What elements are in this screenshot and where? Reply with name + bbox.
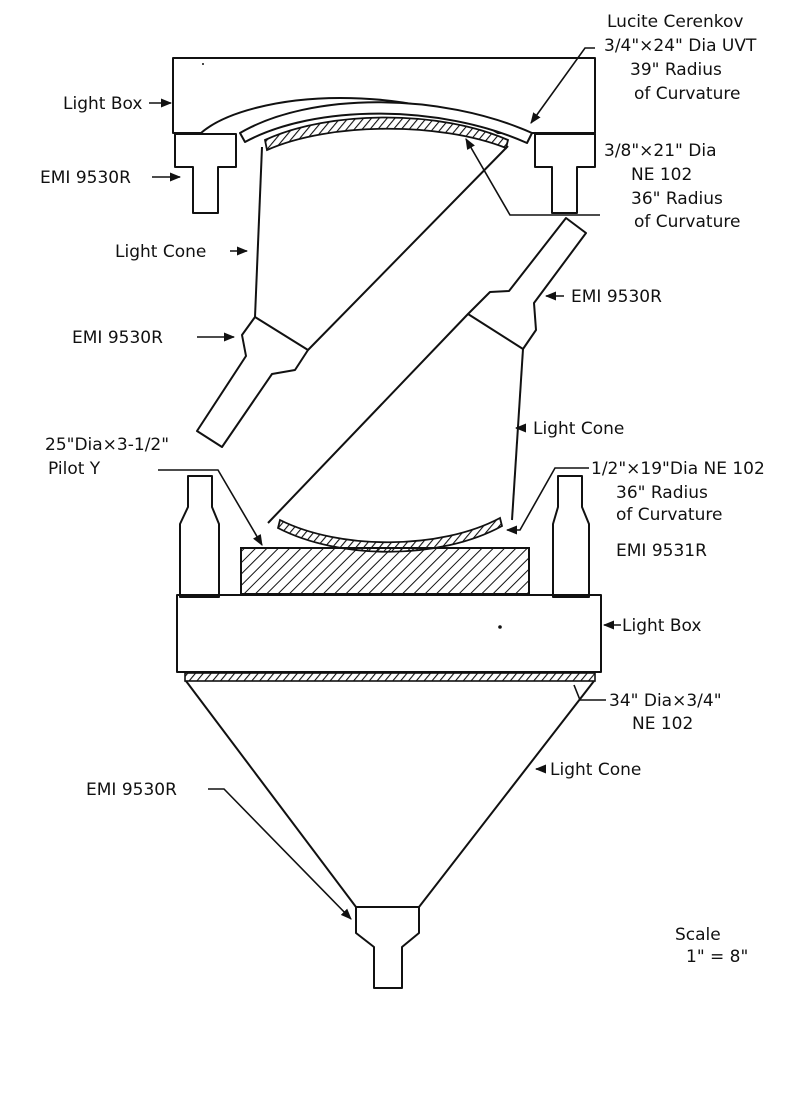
pilot-y-scintillator (240, 547, 530, 595)
label-ne102-mid-spec: 1/2"×19"Dia NE 102 (591, 459, 765, 479)
label-lucite-spec: 3/4"×24" Dia UVT (604, 36, 757, 56)
label-light-cone-upper: Light Cone (115, 242, 206, 262)
label-ne102-bottom-spec: 34" Dia×3/4" (609, 691, 722, 711)
label-emi-9531r: EMI 9531R (616, 541, 707, 561)
label-light-box-bottom: Light Box (622, 616, 701, 636)
label-ne102-top-spec: 3/8"×21" Dia (604, 141, 717, 161)
label-lucite-curvature: of Curvature (634, 84, 740, 104)
bottom-left-side-pmt (179, 475, 220, 598)
bottom-light-box (176, 594, 602, 673)
label-scale-title: Scale (675, 925, 721, 945)
upper-light-cone (254, 145, 509, 351)
label-ne102-top-radius: 36" Radius (631, 189, 723, 209)
mid-left-pmt (196, 316, 309, 448)
label-light-cone-middle: Light Cone (533, 419, 624, 439)
label-lucite-radius: 39" Radius (630, 60, 722, 80)
label-light-cone-lower: Light Cone (550, 760, 641, 780)
label-scale-value: 1" = 8" (686, 947, 748, 967)
label-ne102-bottom-material: NE 102 (632, 714, 693, 734)
label-light-box-top: Light Box (63, 94, 142, 114)
label-emi-mid-right: EMI 9530R (571, 287, 662, 307)
label-emi-bottom: EMI 9530R (86, 780, 177, 800)
lucite-radiator (239, 101, 533, 144)
ne102-bottom-scintillator (184, 672, 596, 682)
middle-light-cone (267, 313, 524, 524)
labels: Lucite Cerenkov 3/4"×24" Dia UVT 39" Rad… (40, 12, 765, 967)
label-ne102-top-material: NE 102 (631, 165, 692, 185)
label-pilot-spec: 25"Dia×3-1/2" (45, 435, 169, 455)
ne102-mid-scintillator (276, 516, 504, 553)
top-right-pmt (534, 133, 596, 214)
label-ne102-top-curvature: of Curvature (634, 212, 740, 232)
top-left-pmt (174, 133, 237, 214)
label-emi-top-left: EMI 9530R (40, 168, 131, 188)
label-emi-mid-left: EMI 9530R (72, 328, 163, 348)
leader-lines (149, 47, 621, 920)
bottom-pmt (355, 906, 420, 989)
label-pilot-name: Pilot Y (48, 459, 101, 479)
label-ne102-mid-curvature: of Curvature (616, 505, 722, 525)
label-ne102-mid-radius: 36" Radius (616, 483, 708, 503)
mid-right-pmt (467, 217, 587, 350)
lower-light-cone (185, 680, 595, 908)
label-lucite-title: Lucite Cerenkov (607, 12, 743, 32)
bottom-right-side-pmt (552, 475, 590, 598)
speck (202, 63, 204, 65)
speck (498, 625, 502, 629)
